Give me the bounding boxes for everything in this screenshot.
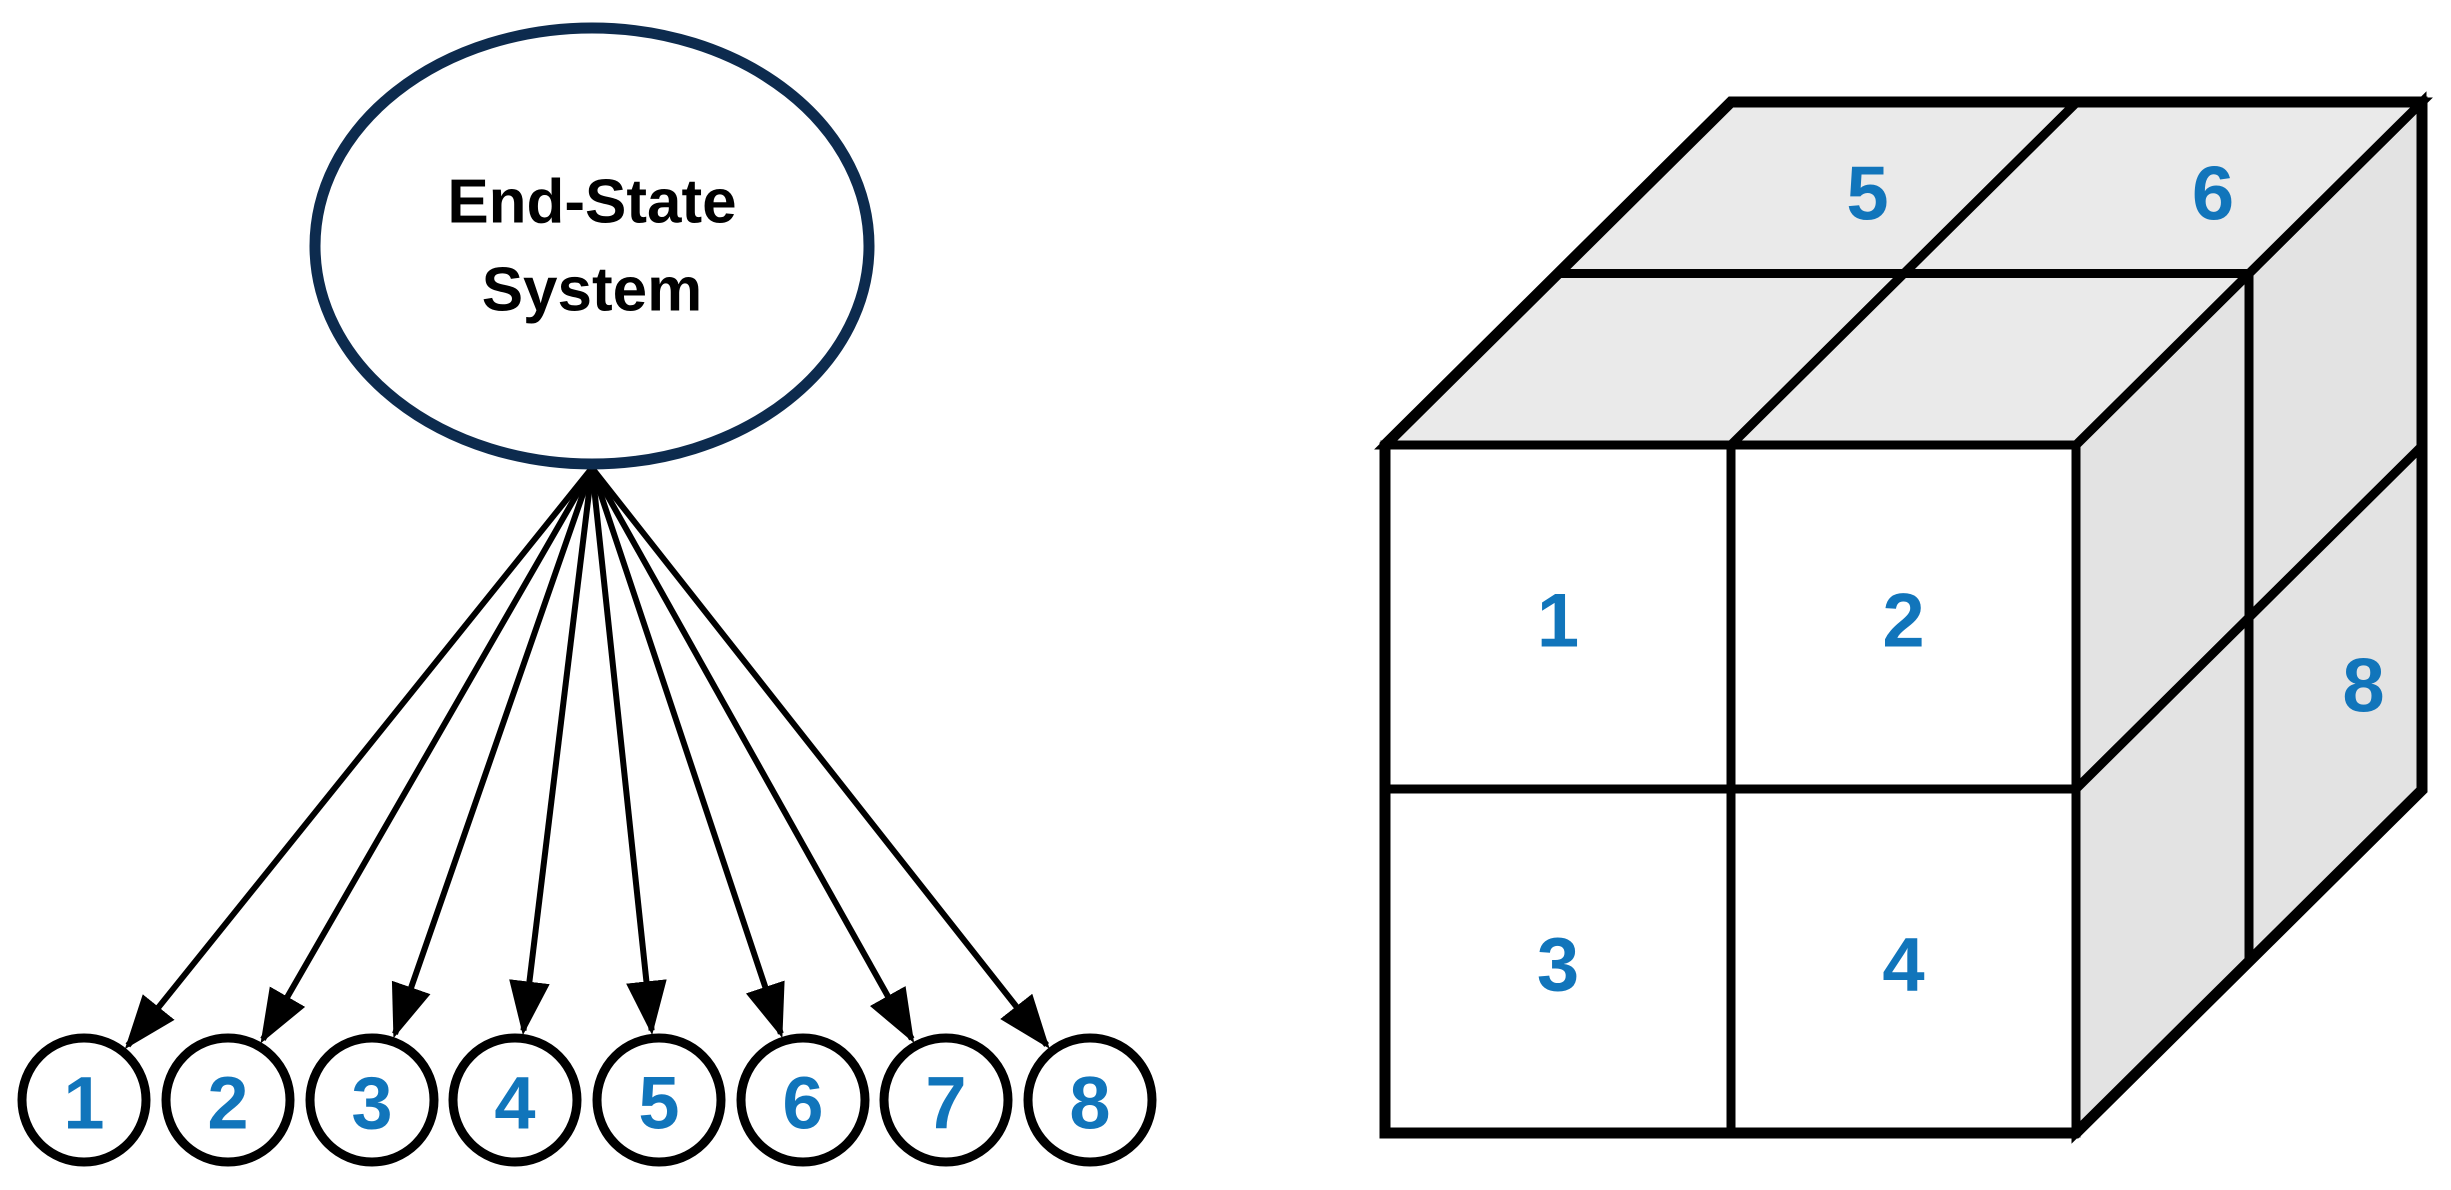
node-circle-3[interactable]: 3 (305, 1033, 439, 1167)
cube-front-label-3: 3 (1537, 923, 1579, 1008)
node-label-2: 2 (207, 1062, 248, 1145)
connector-line-4 (509, 467, 595, 1036)
node-label-4: 4 (494, 1062, 535, 1145)
node-outline-1 (17, 1033, 151, 1167)
numbered-node-group: 1 2 3 4 5 6 7 8 (17, 1033, 1157, 1167)
connector-line-6 (589, 467, 785, 1039)
cube-front-face-group: 1 2 3 4 (1380, 440, 2081, 1138)
cube-front-label-4: 4 (1882, 923, 1924, 1008)
node-circle-2[interactable]: 2 (161, 1033, 295, 1167)
node-circle-7[interactable]: 7 (879, 1033, 1013, 1167)
cube-top-label-6: 6 (2192, 151, 2234, 236)
connector-line-1 (124, 466, 595, 1050)
end-state-system-node[interactable]: End-State System (309, 22, 875, 470)
connector-line-2 (260, 466, 595, 1044)
cube-side-label-8: 8 (2342, 643, 2384, 728)
end-state-system-label-line1: End-State (447, 168, 736, 237)
connector-line-7 (589, 466, 915, 1044)
node-circle-4[interactable]: 4 (448, 1033, 582, 1167)
node-circle-8[interactable]: 8 (1023, 1033, 1157, 1167)
end-state-system-ellipse (309, 22, 875, 470)
exploded-cube-group: 8 5 6 1 2 3 4 (1374, 91, 2433, 1144)
node-label-5: 5 (638, 1062, 679, 1145)
cube-front-label-2: 2 (1882, 579, 1924, 664)
node-label-6: 6 (782, 1062, 823, 1145)
node-outline-8 (1023, 1033, 1157, 1167)
cube-top-label-5: 5 (1846, 151, 1888, 236)
node-outline-3 (305, 1033, 439, 1167)
node-outline-5 (592, 1033, 726, 1167)
connector-lines-group (124, 466, 1050, 1050)
node-outline-2 (161, 1033, 295, 1167)
cube-front-label-1: 1 (1537, 579, 1579, 664)
connector-line-8 (589, 466, 1050, 1049)
node-label-1: 1 (63, 1062, 104, 1145)
node-outline-6 (736, 1033, 870, 1167)
node-circle-1[interactable]: 1 (17, 1033, 151, 1167)
connector-line-5 (589, 467, 667, 1036)
node-label-8: 8 (1069, 1062, 1110, 1145)
end-state-system-label-line2: System (482, 256, 703, 325)
node-label-7: 7 (925, 1062, 966, 1145)
connector-line-3 (391, 467, 595, 1039)
node-outline-4 (448, 1033, 582, 1167)
node-outline-7 (879, 1033, 1013, 1167)
end-state-fanout-group: End-State System 1 2 3 4 5 6 7 8 (17, 22, 1157, 1167)
node-circle-5[interactable]: 5 (592, 1033, 726, 1167)
cube-outline-group (1379, 96, 2428, 1139)
node-circle-6[interactable]: 6 (736, 1033, 870, 1167)
node-label-3: 3 (351, 1062, 392, 1145)
